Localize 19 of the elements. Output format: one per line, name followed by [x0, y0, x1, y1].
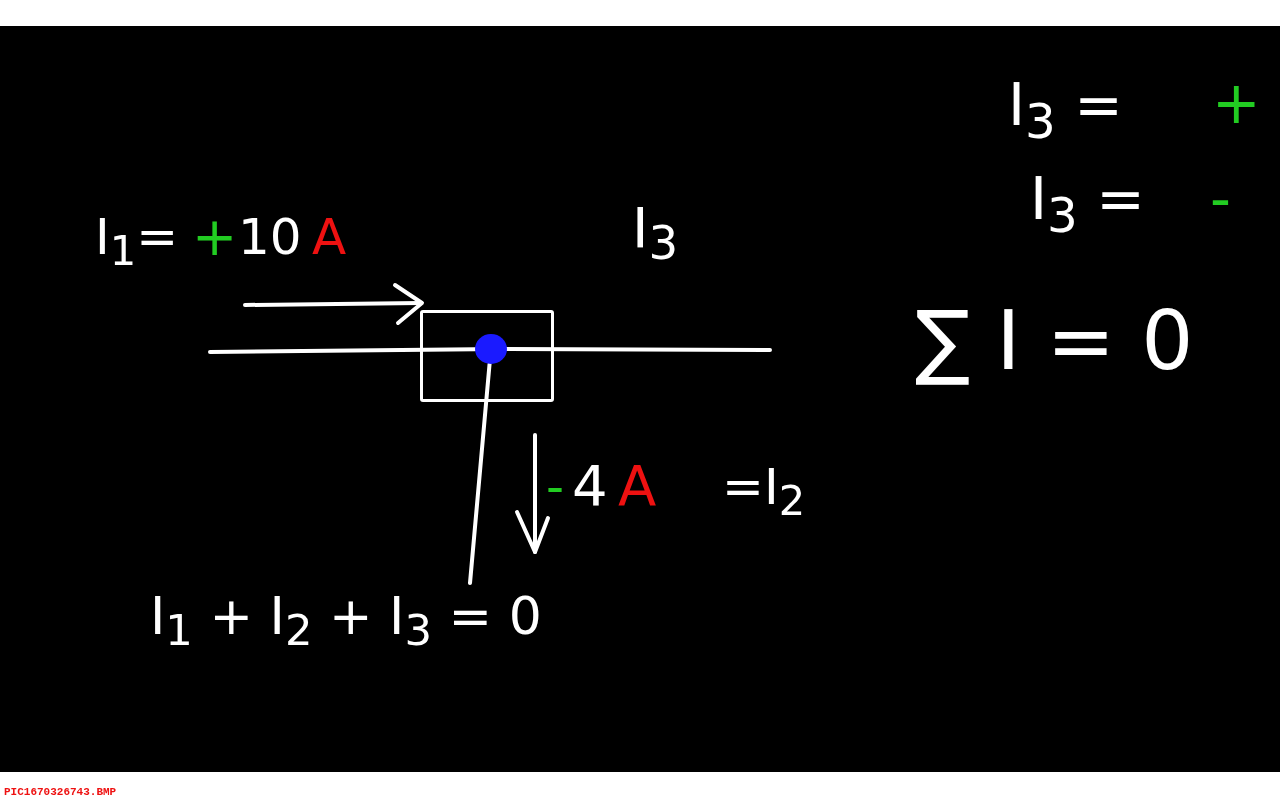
handwritten-label: A [312, 212, 347, 262]
handwritten-label: 10 [238, 212, 302, 262]
handwritten-label: I$_{1}$ + I$_{2}$ + I$_{3}$ = 0 [150, 590, 542, 653]
handwritten-label: + [1212, 74, 1261, 132]
wire [505, 347, 772, 352]
handwritten-label: I$_{3}$ = [1030, 170, 1145, 239]
handwritten-label: I$_{1}$= [95, 212, 179, 272]
file-name: PIC1670326743.BMP [4, 787, 117, 798]
handwritten-label: - [1210, 170, 1231, 228]
handwritten-label: I$_{3}$ = [1008, 76, 1123, 145]
junction-boundary-box [420, 310, 554, 402]
handwritten-label: - [546, 462, 565, 512]
wire [208, 347, 477, 354]
handwritten-label: A [618, 458, 657, 514]
handwritten-label: + [192, 210, 238, 264]
handwritten-label: 4 [572, 458, 608, 514]
handwritten-label: I$_{3}$ [632, 200, 679, 267]
handwritten-label: =I$_{2}$ [722, 462, 806, 522]
wire [468, 361, 492, 585]
